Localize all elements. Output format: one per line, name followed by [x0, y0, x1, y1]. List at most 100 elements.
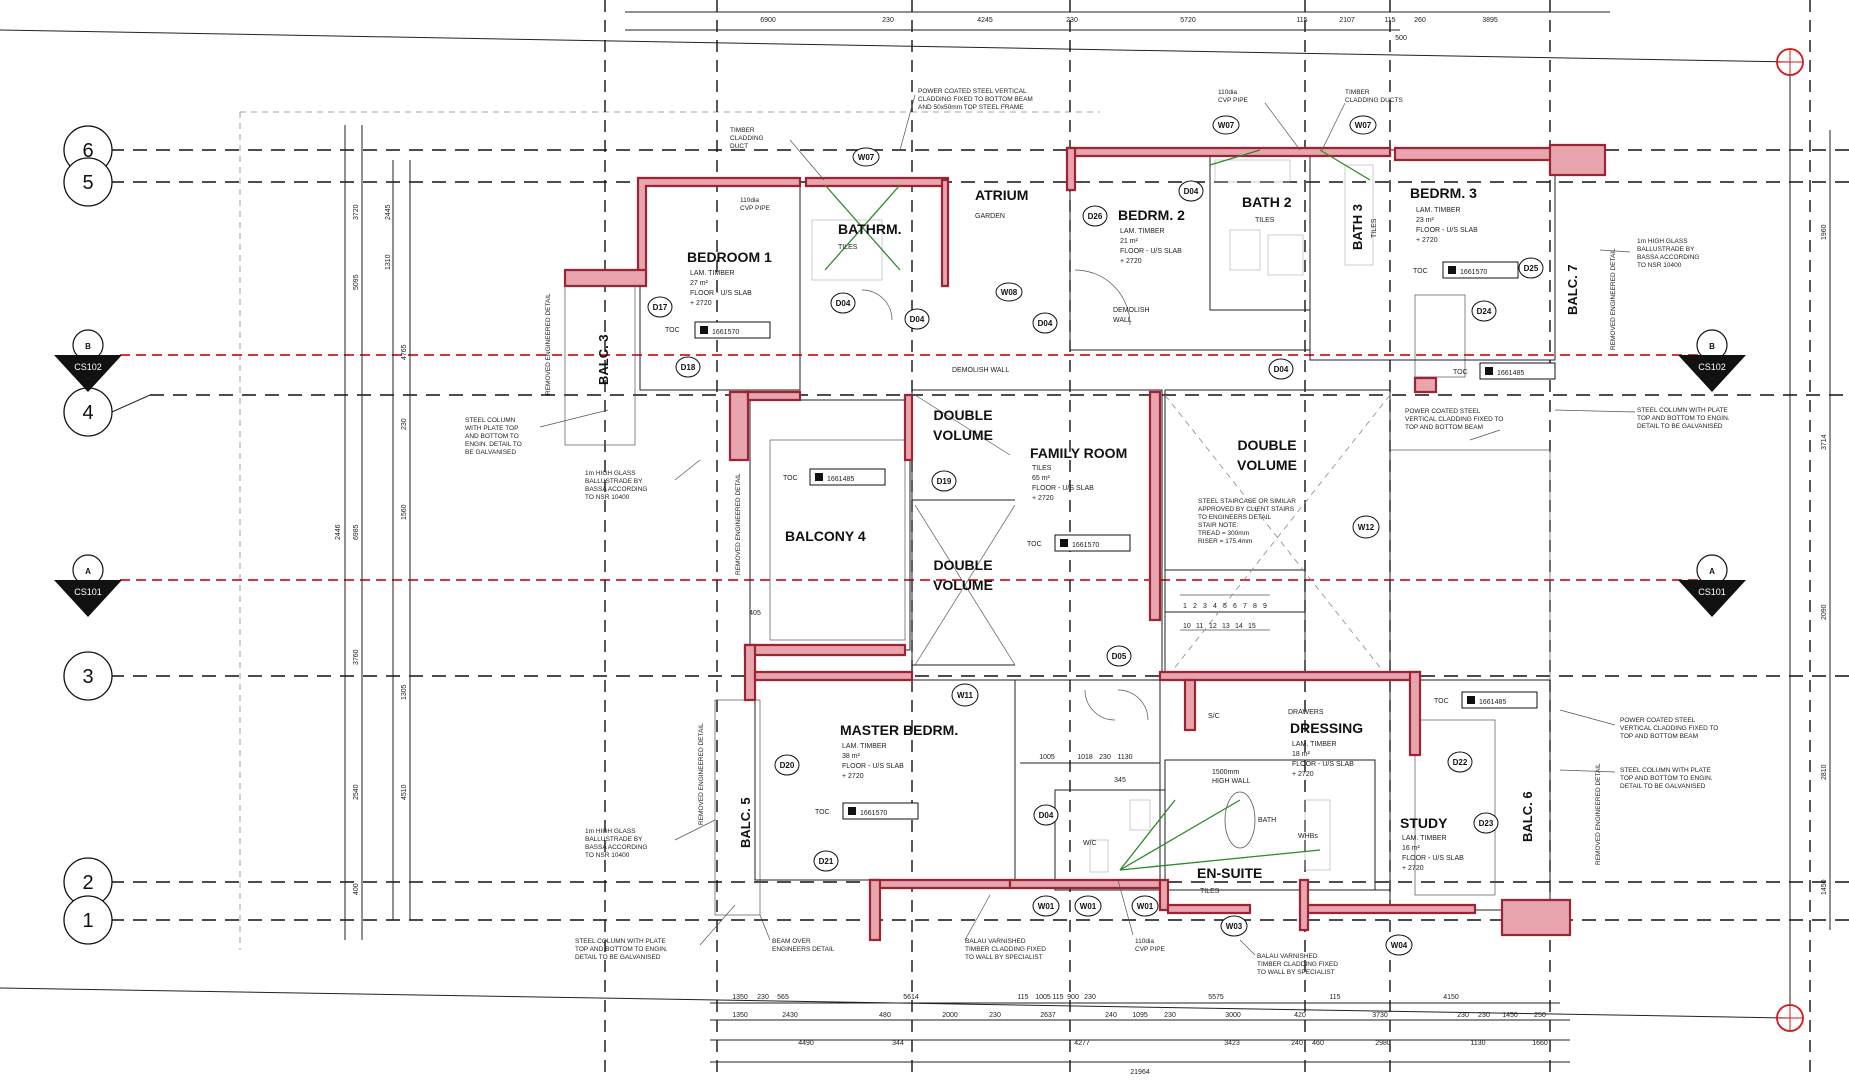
svg-text:BATH 2: BATH 2 — [1242, 194, 1292, 210]
note-cvp-left: 110dia CVP PIPE — [740, 197, 771, 212]
svg-text:MASTER BEDRM.: MASTER BEDRM. — [840, 722, 958, 738]
svg-text:2445: 2445 — [385, 204, 392, 220]
tag-w04: W04 — [1385, 934, 1413, 956]
svg-text:REMOVED ENGINEERED DETAIL: REMOVED ENGINEERED DETAIL — [545, 293, 552, 395]
svg-text:6900: 6900 — [760, 17, 776, 24]
svg-text:8: 8 — [1253, 603, 1257, 610]
svg-text:TOC: TOC — [665, 327, 680, 334]
svg-text:6: 6 — [1233, 603, 1237, 610]
svg-text:D04: D04 — [1039, 811, 1054, 820]
note-steel-column-right-top: STEEL COLUMN WITH PLATE TOP AND BOTTOM T… — [1554, 407, 1730, 430]
svg-text:TOC: TOC — [1027, 541, 1042, 548]
svg-text:TOC: TOC — [815, 809, 830, 816]
svg-text:D17: D17 — [653, 303, 668, 312]
dimensions-top: 6900 230 4245 230 5720 115 2107 115 260 … — [625, 11, 1610, 42]
svg-text:DUCT: DUCT — [730, 143, 748, 150]
svg-text:1560: 1560 — [401, 504, 408, 520]
svg-text:GARDEN: GARDEN — [975, 213, 1005, 220]
svg-text:BATH 3: BATH 3 — [1350, 204, 1365, 250]
svg-text:1005: 1005 — [1039, 754, 1055, 761]
svg-text:1450: 1450 — [1502, 1012, 1518, 1019]
svg-text:1: 1 — [82, 910, 93, 932]
svg-text:D04: D04 — [910, 315, 925, 324]
tag-d23: D23 — [1473, 812, 1499, 834]
svg-text:D24: D24 — [1477, 307, 1492, 316]
svg-text:3000: 3000 — [1225, 1012, 1241, 1019]
svg-text:CS101: CS101 — [74, 587, 102, 597]
room-balc-3: BALC. 3 — [596, 334, 611, 385]
svg-text:BALC. 5: BALC. 5 — [738, 797, 753, 848]
svg-text:345: 345 — [1114, 777, 1126, 784]
svg-text:FLOOR - U/S SLAB: FLOOR - U/S SLAB — [1032, 485, 1094, 492]
svg-text:TO WALL BY SPECIALIST: TO WALL BY SPECIALIST — [1257, 969, 1335, 976]
svg-text:230: 230 — [882, 17, 894, 24]
tag-w01-c: W01 — [1131, 895, 1159, 917]
tag-d22: D22 — [1447, 751, 1473, 773]
svg-text:+ 2720: + 2720 — [842, 773, 864, 780]
svg-text:TOC: TOC — [783, 475, 798, 482]
svg-text:BALAU VARNISHED: BALAU VARNISHED — [1257, 953, 1318, 960]
svg-text:1: 1 — [1183, 603, 1187, 610]
svg-text:DETAIL TO BE GALVANISED: DETAIL TO BE GALVANISED — [1637, 423, 1723, 430]
svg-text:W01: W01 — [1038, 902, 1055, 911]
room-family-room: FAMILY ROOM TILES 65 m² FLOOR - U/S SLAB… — [1030, 445, 1127, 502]
tag-w11: W11 — [951, 683, 979, 707]
svg-text:D19: D19 — [937, 477, 952, 486]
svg-text:BALC. 6: BALC. 6 — [1520, 791, 1535, 842]
dimensions-right: 1960 3714 2090 2810 1450 — [1821, 130, 1831, 930]
svg-text:D20: D20 — [780, 761, 795, 770]
svg-text:TOP AND BOTTOM TO ENGIN.: TOP AND BOTTOM TO ENGIN. — [575, 946, 668, 953]
section-marker-b-right: B CS102 — [1678, 329, 1746, 392]
svg-text:4: 4 — [82, 402, 93, 424]
exterior-walls — [563, 143, 1607, 942]
svg-text:110dia: 110dia — [1218, 89, 1237, 96]
svg-text:TIMBER: TIMBER — [1345, 89, 1370, 96]
svg-text:TILES: TILES — [1032, 465, 1052, 472]
svg-text:2980: 2980 — [1375, 1040, 1391, 1047]
svg-text:TOC: TOC — [1434, 698, 1449, 705]
svg-text:BE GALVANISED: BE GALVANISED — [465, 449, 516, 456]
svg-text:6985: 6985 — [353, 524, 360, 540]
svg-text:REMOVED ENGINEERED DETAIL: REMOVED ENGINEERED DETAIL — [698, 723, 705, 825]
svg-text:D18: D18 — [681, 363, 696, 372]
drainage-lines — [824, 149, 1371, 871]
tag-d21: D21 — [813, 850, 839, 872]
room-balc-5: BALC. 5 — [738, 797, 753, 848]
svg-text:BEDRM. 3: BEDRM. 3 — [1410, 185, 1477, 201]
svg-text:TILES: TILES — [1371, 218, 1378, 238]
svg-text:CLADDING FIXED TO BOTTOM BEAM: CLADDING FIXED TO BOTTOM BEAM — [918, 96, 1033, 103]
tag-d24: D24 — [1471, 300, 1497, 322]
svg-text:D25: D25 — [1524, 264, 1539, 273]
svg-text:BALLUSTRADE BY: BALLUSTRADE BY — [585, 478, 643, 485]
svg-text:11: 11 — [1196, 623, 1203, 630]
svg-text:1661485: 1661485 — [827, 476, 854, 483]
dimensions-bottom: 1350 230 565 5614 115 1005 115 900 230 5… — [710, 994, 1570, 1076]
svg-text:+ 2720: + 2720 — [1292, 771, 1314, 778]
svg-text:LAM. TIMBER: LAM. TIMBER — [1402, 835, 1447, 842]
interior-walls — [639, 149, 1556, 911]
svg-text:TO NSR 10400: TO NSR 10400 — [585, 852, 630, 859]
svg-text:BALLUSTRADE BY: BALLUSTRADE BY — [1637, 246, 1695, 253]
svg-text:1660: 1660 — [1532, 1040, 1548, 1047]
room-bedroom-1: BEDROOM 1 LAM. TIMBER 27 m² FLOOR - U/S … — [687, 249, 772, 307]
svg-text:FLOOR - U/S SLAB: FLOOR - U/S SLAB — [842, 763, 904, 770]
svg-text:FAMILY ROOM: FAMILY ROOM — [1030, 445, 1127, 461]
svg-text:STAIR NOTE:: STAIR NOTE: — [1198, 522, 1239, 529]
room-bedrm-2: BEDRM. 2 LAM. TIMBER 21 m² FLOOR - U/S S… — [1118, 207, 1185, 265]
svg-text:D23: D23 — [1479, 819, 1494, 828]
room-bedrm-3: BEDRM. 3 LAM. TIMBER 23 m² FLOOR - U/S S… — [1410, 185, 1478, 244]
svg-text:A: A — [1709, 567, 1715, 576]
svg-text:TILES: TILES — [838, 244, 858, 251]
svg-text:TO NSR 10400: TO NSR 10400 — [1637, 262, 1682, 269]
tag-w07-b: W07 — [1212, 115, 1240, 135]
svg-text:BASSA ACCORDING: BASSA ACCORDING — [585, 486, 648, 493]
svg-text:B: B — [85, 342, 91, 351]
svg-text:CVP PIPE: CVP PIPE — [1135, 946, 1166, 953]
svg-text:DETAIL TO BE GALVANISED: DETAIL TO BE GALVANISED — [575, 954, 661, 961]
svg-text:115: 115 — [1017, 994, 1028, 1001]
svg-text:420: 420 — [1294, 1012, 1306, 1019]
tag-d04-d: D04 — [1178, 180, 1204, 202]
svg-text:1350: 1350 — [732, 994, 748, 1001]
svg-text:18 m²: 18 m² — [1292, 751, 1311, 758]
svg-text:+ 2720: + 2720 — [1416, 237, 1438, 244]
